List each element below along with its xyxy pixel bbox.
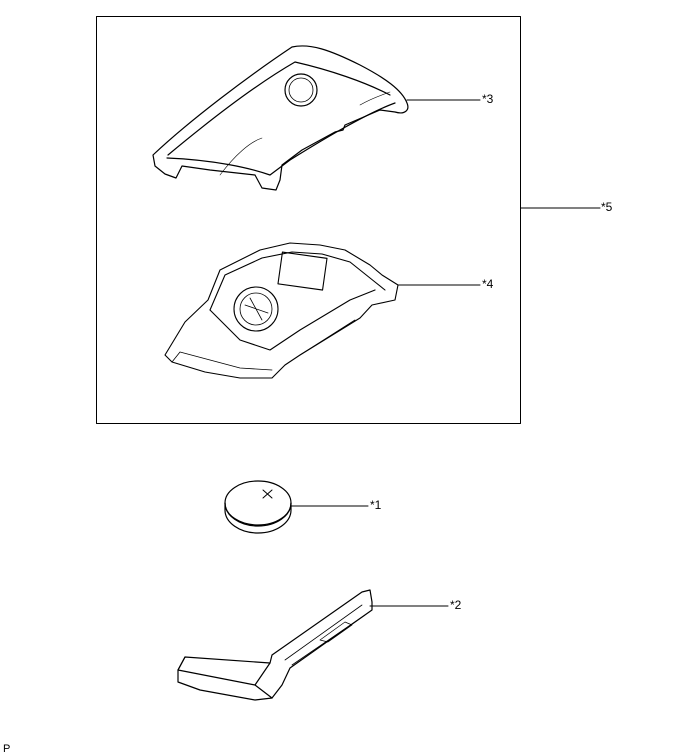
callout-5: *5 (601, 200, 613, 214)
callout-2: *2 (450, 598, 462, 612)
callout-1: *1 (370, 498, 382, 512)
footer-code: P (3, 743, 11, 755)
mechanical-key-illustration (177, 589, 373, 701)
callout-3: *3 (482, 92, 494, 106)
lower-case-assembly-illustration (164, 242, 399, 379)
callout-4: *4 (482, 277, 494, 291)
battery-illustration (224, 480, 292, 534)
case-assembly-box (96, 16, 521, 424)
upper-case-illustration (152, 45, 409, 191)
